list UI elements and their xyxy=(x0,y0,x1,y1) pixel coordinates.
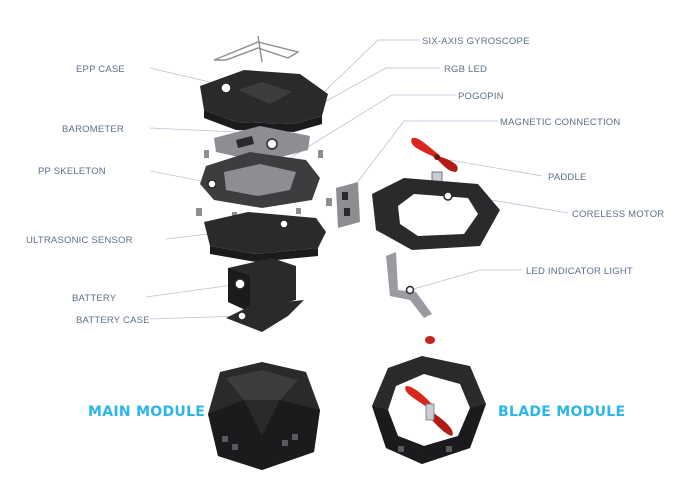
magnetic-plate xyxy=(336,182,360,228)
label-six-axis-gyroscope: SIX-AXIS GYROSCOPE xyxy=(422,36,530,47)
leader-pogopin xyxy=(289,94,456,159)
leader-led-indicator xyxy=(409,269,522,291)
label-barometer: BAROMETER xyxy=(62,124,124,135)
assembled-blade-module xyxy=(372,356,486,464)
leader-barometer xyxy=(149,127,237,133)
label-pogopin: POGOPIN xyxy=(458,91,504,102)
antenna-frame xyxy=(213,41,300,61)
led-indicator-bracket xyxy=(386,252,432,318)
label-pp-skeleton: PP SKELETON xyxy=(38,166,106,177)
sensor-board xyxy=(214,126,310,162)
red-indicator-bead xyxy=(425,336,435,344)
exploded-blade-module xyxy=(336,137,500,344)
title-blade-module: BLADE MODULE xyxy=(498,404,625,420)
battery-case-plate xyxy=(226,300,304,332)
ultrasonic-tray xyxy=(204,212,326,254)
label-paddle: PADDLE xyxy=(548,172,587,183)
label-led-indicator-light: LED INDICATOR LIGHT xyxy=(526,266,633,277)
label-battery: BATTERY xyxy=(72,293,117,304)
label-epp-case: EPP CASE xyxy=(76,64,125,75)
label-rgb-led: RGB LED xyxy=(444,64,487,75)
leader-lines xyxy=(145,39,569,320)
label-battery-case: BATTERY CASE xyxy=(76,315,150,326)
label-ultrasonic-sensor: ULTRASONIC SENSOR xyxy=(26,235,133,246)
exploded-main-module xyxy=(196,35,332,332)
label-magnetic-connection: MAGNETIC CONNECTION xyxy=(500,117,620,128)
leader-paddle xyxy=(449,159,543,177)
label-coreless-motor: CORELESS MOTOR xyxy=(572,209,664,220)
leader-epp-case xyxy=(149,67,219,85)
leader-magnetic xyxy=(349,120,498,193)
leader-battery xyxy=(145,283,241,298)
paddle-propeller xyxy=(411,137,458,172)
assembled-main-module xyxy=(208,362,320,470)
title-main-module: MAIN MODULE xyxy=(88,404,205,420)
leader-battery-case xyxy=(149,315,243,320)
